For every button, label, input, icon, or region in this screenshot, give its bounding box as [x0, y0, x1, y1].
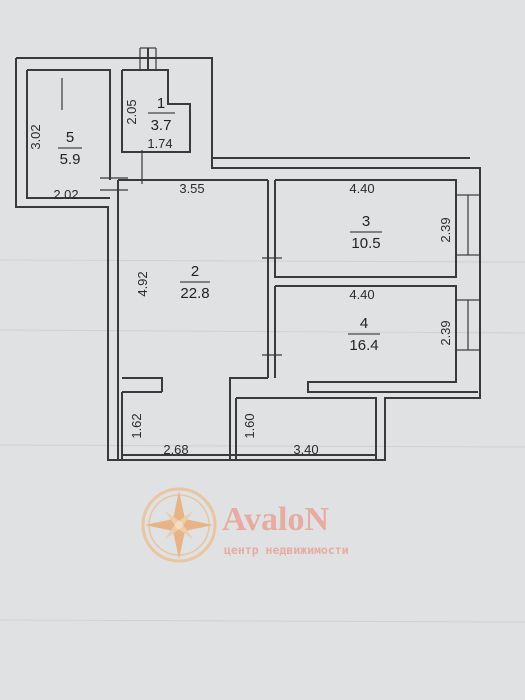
room-1-label: 1 3.7 — [148, 95, 175, 134]
compass-rose-icon — [141, 487, 217, 563]
dim-r5-height: 3.02 — [28, 124, 43, 149]
dim-r1-width: 1.74 — [147, 136, 172, 151]
dimensions: 3.02 2.02 2.05 1.74 3.55 4.92 4.40 2.39 … — [28, 99, 453, 457]
dim-r1-height: 2.05 — [124, 99, 139, 124]
dim-br-height: 1.60 — [242, 413, 257, 438]
room-1-number: 1 — [157, 95, 165, 112]
room-4-number: 4 — [360, 315, 368, 332]
avalon-logo: AvaloN центр недвижимости — [141, 487, 349, 563]
scan-lines — [0, 259, 525, 623]
room-3-area: 10.5 — [351, 235, 380, 252]
room-3-number: 3 — [362, 213, 370, 230]
dim-r2-height: 4.92 — [135, 271, 150, 296]
outer-walls — [15, 48, 481, 461]
dim-r3-top: 4.40 — [349, 181, 374, 196]
room-2-area: 22.8 — [180, 285, 209, 302]
logo-tagline: центр недвижимости — [224, 543, 349, 557]
dim-br-width: 3.40 — [293, 442, 318, 457]
room-2-number: 2 — [191, 263, 199, 280]
dim-r4-side: 2.39 — [438, 320, 453, 345]
dim-r4-top: 4.40 — [349, 287, 374, 302]
window-marks — [61, 47, 481, 356]
dim-bl-height: 1.62 — [129, 413, 144, 438]
logo-name: AvaloN — [222, 501, 329, 538]
room-5-area: 5.9 — [60, 151, 81, 168]
dim-r5-width: 2.02 — [53, 187, 78, 202]
room-1-area: 3.7 — [151, 117, 172, 134]
dim-bl-width: 2.68 — [163, 442, 188, 457]
room-2-label: 2 22.8 — [180, 263, 210, 302]
room-3-label: 3 10.5 — [350, 213, 382, 252]
room-5-number: 5 — [66, 129, 74, 146]
room-4-area: 16.4 — [349, 337, 378, 354]
room-5-label: 5 5.9 — [58, 129, 82, 168]
room-4-label: 4 16.4 — [348, 315, 380, 354]
dim-r3-side: 2.39 — [438, 217, 453, 242]
dim-r2-top: 3.55 — [179, 181, 204, 196]
